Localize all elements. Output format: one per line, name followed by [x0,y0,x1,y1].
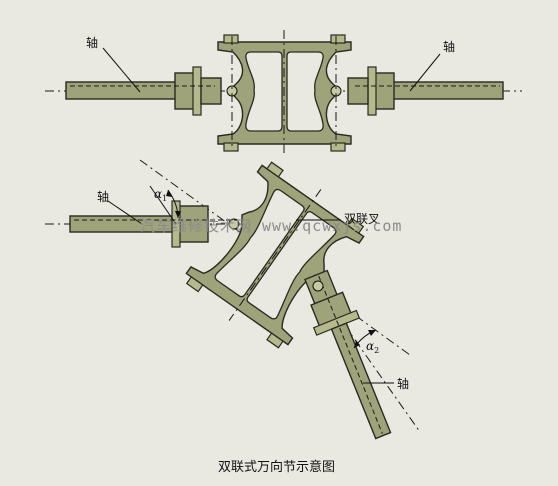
angle1-symbol: α1 [154,187,167,203]
top-right-shaft [387,81,504,100]
label-shaft-bottom-left: 轴 [97,189,109,204]
angle1-arrow [166,190,172,197]
label-double-yoke: 双联叉 [344,212,380,226]
tilted-yoke-bolt [185,276,204,293]
watermark: 汽车维修技术网 www.qcwxjs.com [140,217,402,235]
label-shaft-top-right: 轴 [443,39,455,54]
bottom-left-hub [177,205,209,243]
top-view: 轴 轴 [45,30,522,155]
top-left-shaft [65,81,182,100]
tilted-yoke-bolt [266,161,284,178]
angle-ref-line [149,185,177,225]
angle1-arrow [175,211,181,218]
label-shaft-bottom-right: 轴 [397,376,409,391]
angle2-symbol: α2 [366,339,379,355]
tilted-yoke-center [228,189,322,321]
tilted-yoke-window [214,188,305,298]
leader-line [102,47,141,93]
output-axis-line [299,261,421,433]
top-yoke-window-left [245,51,283,132]
angle2-arrow [368,330,376,336]
bottom-view: α1 α2 轴 双联叉 轴 [45,159,421,440]
output-assembly [304,269,392,440]
bottom-right-pin [312,280,324,292]
top-bolt [223,34,239,44]
top-left-neck [200,77,222,105]
top-right-neck [347,77,369,105]
output-hidden-line [318,275,383,434]
top-bolt [223,142,239,152]
tilted-yoke-bolt [346,217,365,234]
top-bolt [330,142,346,152]
diagram-caption: 双联式万向节示意图 [218,459,335,475]
top-right-flange [367,66,377,116]
top-bolt [330,34,346,44]
top-left-flange [192,66,202,116]
label-shaft-top-left: 轴 [86,35,98,50]
tilted-yoke-window [246,210,337,320]
bottom-left-pin [228,218,240,230]
top-yoke-window-right [286,51,324,132]
leader-line [107,200,143,225]
angle2-arrow [354,340,360,348]
bottom-double-yoke [185,161,365,349]
leader-line [409,53,441,92]
tilted-yoke-bolt [266,332,284,349]
